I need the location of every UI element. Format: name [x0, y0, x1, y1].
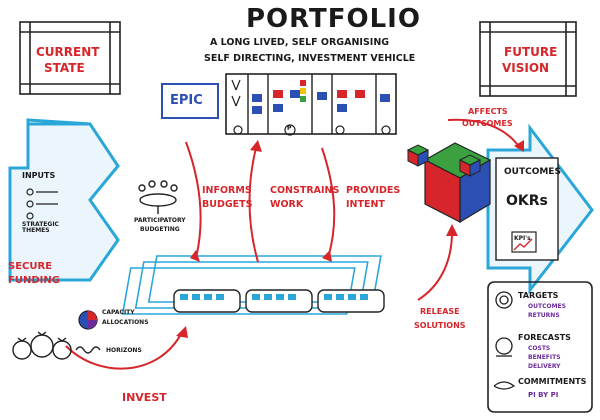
- legend-targets-sub1: OUTCOMES: [528, 303, 566, 310]
- provides-line1: PROVIDES: [346, 185, 401, 196]
- current-state-line1: CURRENT: [36, 45, 100, 59]
- capacity-line2: ALLOCATIONS: [102, 319, 149, 326]
- portfolio-kanban-board: [225, 73, 397, 136]
- current-state-line2: STATE: [44, 61, 85, 75]
- kpis-label: KPI's: [514, 235, 531, 242]
- flow-arrows: [65, 118, 521, 370]
- capacity-line1: CAPACITY: [102, 309, 135, 316]
- current-state-box: [19, 21, 121, 95]
- informs-line2: BUDGETS: [202, 199, 253, 210]
- money-bags-icon: [12, 331, 72, 360]
- inputs-arrow: [8, 118, 120, 282]
- secure-funding-line1: SECURE: [8, 261, 53, 272]
- constrains-line1: CONSTRAINS: [270, 185, 340, 196]
- epic-label: EPIC: [170, 93, 203, 108]
- page-title: PORTFOLIO: [246, 4, 421, 34]
- future-vision-line1: FUTURE: [504, 45, 558, 59]
- subtitle-line2: SELF DIRECTING, INVESTMENT VEHICLE: [204, 53, 416, 64]
- inputs-label: INPUTS: [22, 171, 56, 180]
- solution-cubes: [406, 142, 492, 224]
- legend-commitments-sub: PI BY PI: [528, 391, 559, 399]
- release-line1: RELEASE: [420, 307, 460, 316]
- strategic-themes-label: STRATEGIC THEMES: [22, 221, 59, 234]
- secure-funding-line2: FUNDING: [8, 275, 60, 286]
- informs-line1: INFORMS: [202, 185, 252, 196]
- legend-forecasts: FORECASTS: [518, 333, 571, 342]
- epic-box: [161, 83, 219, 119]
- okrs-label: OKRs: [506, 193, 548, 209]
- constrains-line2: WORK: [270, 199, 304, 210]
- participatory-line2: BUDGETING: [140, 226, 180, 233]
- future-vision-box: [479, 21, 577, 97]
- legend-targets: TARGETS: [518, 291, 559, 300]
- legend-box: [487, 281, 593, 413]
- future-vision-line2: VISION: [502, 61, 550, 75]
- horizons-icon: [75, 346, 101, 354]
- legend-forecasts-sub3: DELIVERY: [528, 363, 561, 370]
- capacity-pie-icon: [78, 310, 98, 330]
- legend-forecasts-sub2: BENEFITS: [528, 354, 561, 361]
- provides-line2: INTENT: [346, 199, 385, 210]
- affects-line1: AFFECTS: [468, 107, 508, 116]
- participatory-line1: PARTICIPATORY: [134, 217, 186, 224]
- invest-label: INVEST: [122, 391, 167, 404]
- affects-line2: OUTCOMES: [462, 119, 513, 128]
- subtitle-line1: A LONG LIVED, SELF ORGANISING: [210, 37, 390, 48]
- release-trains: [121, 255, 385, 315]
- target-icon: [495, 291, 513, 309]
- round-table-icon: [138, 180, 178, 214]
- board-marker: P: [287, 125, 292, 132]
- horizons-label: HORIZONS: [106, 347, 142, 354]
- release-line2: SOLUTIONS: [414, 321, 466, 330]
- legend-targets-sub2: RETURNS: [528, 312, 560, 319]
- handshake-icon: [493, 381, 516, 390]
- outcomes-label: OUTCOMES: [504, 167, 561, 177]
- legend-forecasts-sub1: COSTS: [528, 345, 551, 352]
- crystal-ball-icon: [495, 337, 513, 355]
- legend-commitments: COMMITMENTS: [518, 377, 587, 386]
